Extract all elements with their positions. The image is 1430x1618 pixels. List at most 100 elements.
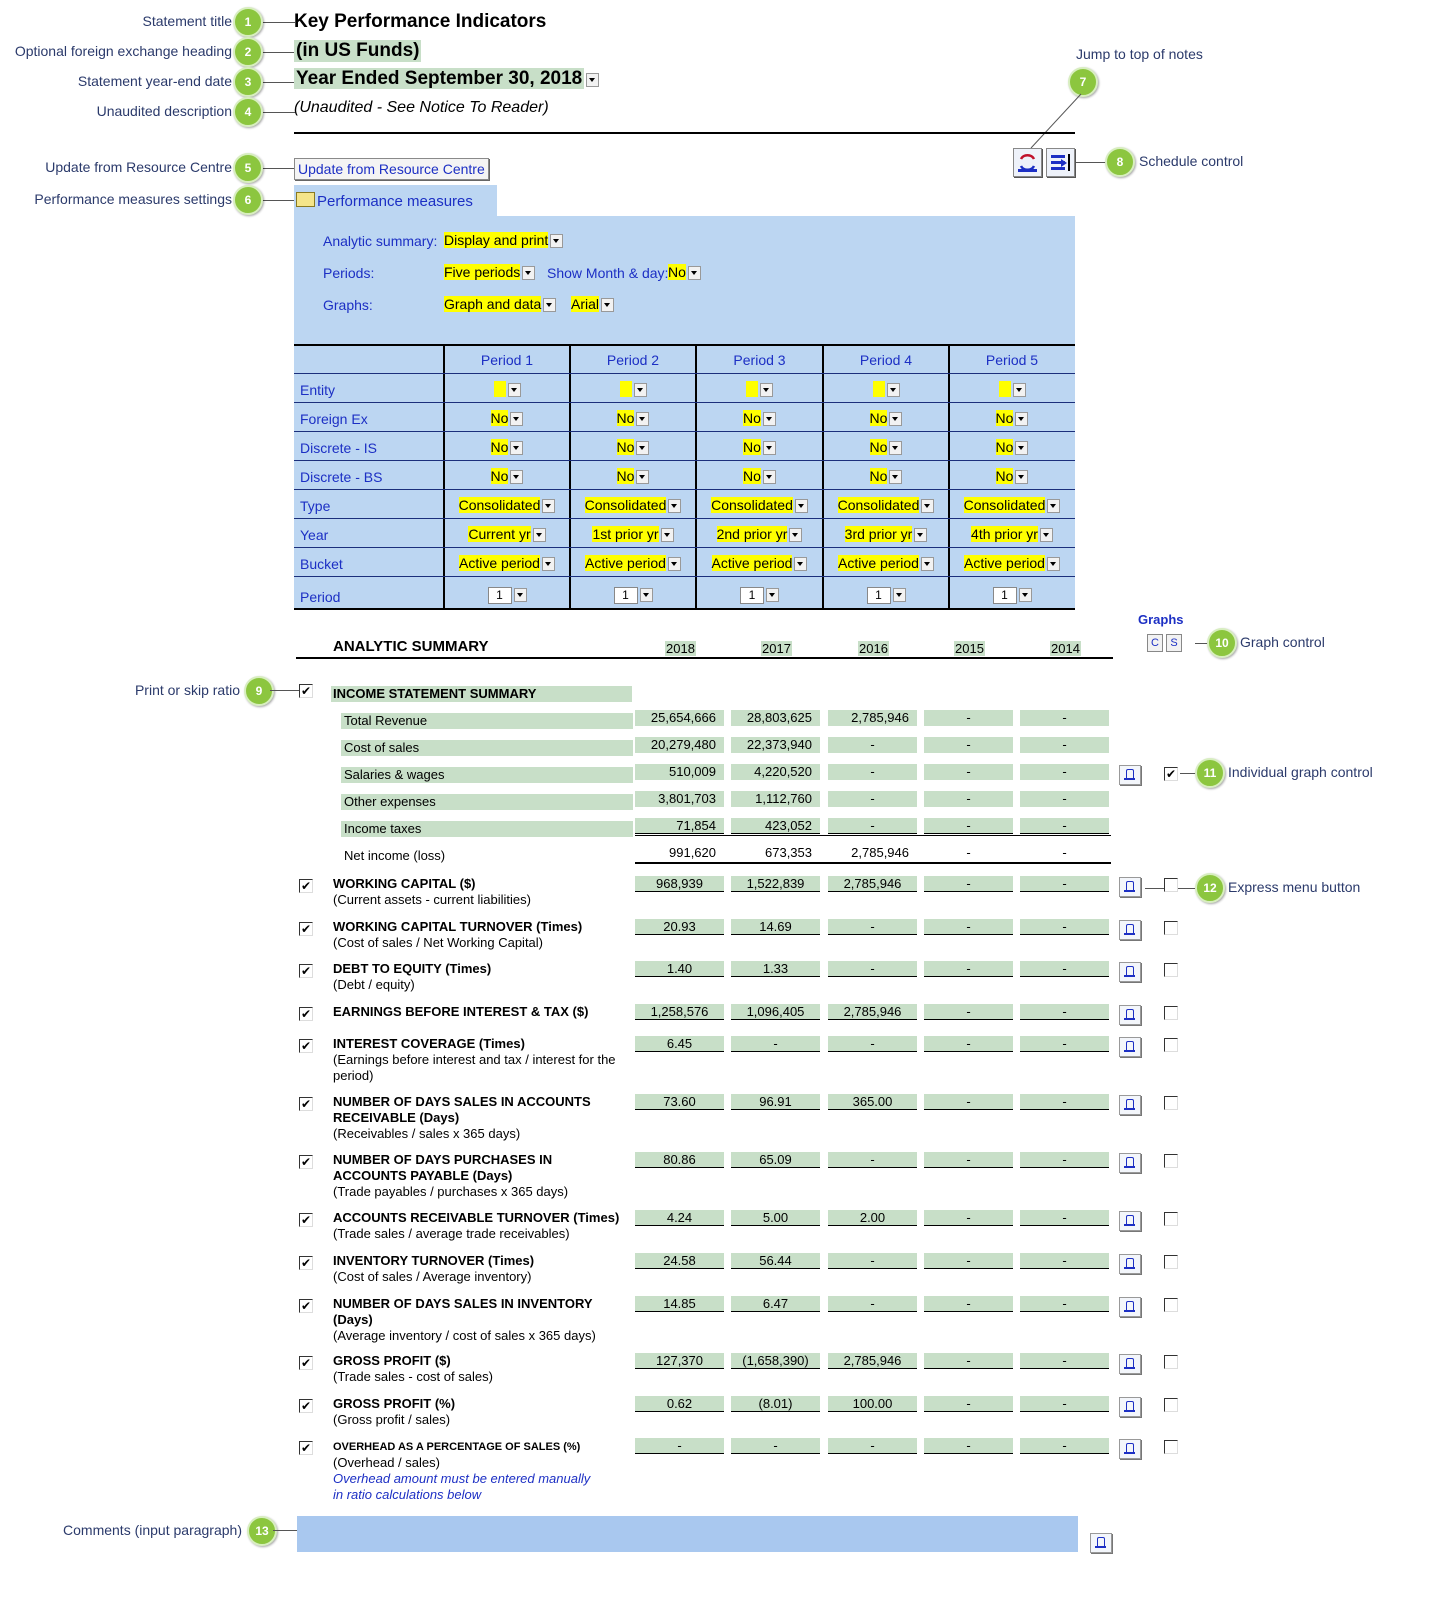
chevron-down-icon[interactable] [889, 470, 903, 485]
value-cell[interactable]: - [828, 737, 917, 753]
express-menu-icon[interactable] [1119, 1354, 1141, 1374]
value-cell[interactable]: - [924, 1036, 1013, 1052]
period-select[interactable]: No [570, 410, 696, 427]
print-skip-checkbox[interactable]: ✔ [299, 1399, 313, 1413]
graph-checkbox[interactable] [1164, 921, 1178, 935]
value-cell[interactable]: - [924, 1353, 1013, 1369]
value-cell[interactable]: 3,801,703 [635, 791, 724, 807]
chevron-down-icon[interactable] [794, 557, 808, 572]
chevron-down-icon[interactable] [1015, 412, 1029, 427]
chevron-down-icon[interactable] [1012, 383, 1026, 398]
value-cell[interactable]: 127,370 [635, 1353, 724, 1369]
express-menu-icon[interactable] [1119, 1037, 1141, 1057]
chevron-down-icon[interactable] [667, 557, 681, 572]
period-select[interactable]: Consolidated [823, 497, 949, 514]
graph-checkbox[interactable] [1164, 1212, 1178, 1226]
express-menu-icon[interactable] [1119, 1005, 1141, 1025]
graph-checkbox[interactable] [1164, 1398, 1178, 1412]
periods-select[interactable]: Five periods [444, 264, 521, 280]
chevron-down-icon[interactable] [633, 383, 647, 398]
period-select[interactable]: No [444, 468, 570, 485]
value-cell[interactable]: - [1020, 737, 1109, 753]
value-cell[interactable]: - [828, 1036, 917, 1052]
graphs-select[interactable]: Graph and data [444, 296, 542, 312]
value-cell[interactable]: 20,279,480 [635, 737, 724, 753]
print-skip-checkbox[interactable]: ✔ [299, 1039, 313, 1053]
value-cell[interactable]: 423,052 [731, 818, 820, 834]
font-select[interactable]: Arial [571, 296, 600, 312]
value-cell[interactable]: 14.85 [635, 1296, 724, 1312]
value-cell[interactable]: 2,785,946 [828, 710, 917, 726]
value-cell[interactable]: 6.45 [635, 1036, 724, 1052]
express-menu-icon[interactable] [1119, 1254, 1141, 1274]
show-month-day-select[interactable]: No [668, 264, 686, 280]
express-menu-icon[interactable] [1119, 1297, 1141, 1317]
value-cell[interactable]: 968,939 [635, 876, 724, 892]
value-cell[interactable]: 22,373,940 [731, 737, 820, 753]
graph-checkbox[interactable]: ✔ [1164, 767, 1178, 781]
print-skip-checkbox[interactable]: ✔ [299, 922, 313, 936]
express-menu-icon[interactable] [1119, 962, 1141, 982]
print-skip-checkbox[interactable]: ✔ [299, 964, 313, 978]
express-menu-icon[interactable] [1119, 1397, 1141, 1417]
value-cell[interactable]: - [1020, 791, 1109, 807]
period-select[interactable]: Active period [949, 555, 1075, 572]
chevron-down-icon[interactable] [601, 298, 615, 313]
schedule-control-icon[interactable] [1046, 148, 1075, 177]
period-select[interactable]: 4th prior yr [949, 526, 1075, 543]
chevron-down-icon[interactable] [1039, 528, 1053, 543]
value-cell[interactable]: - [924, 791, 1013, 807]
express-menu-icon[interactable] [1119, 1439, 1141, 1459]
express-menu-icon[interactable] [1119, 877, 1141, 897]
chevron-down-icon[interactable] [762, 470, 776, 485]
graph-checkbox[interactable] [1164, 1355, 1178, 1369]
period-select[interactable]: 1 [444, 586, 570, 604]
value-cell[interactable]: - [1020, 1296, 1109, 1312]
period-select[interactable] [823, 381, 949, 398]
year-end-dropdown[interactable] [586, 72, 600, 87]
chevron-down-icon[interactable] [1015, 470, 1029, 485]
value-cell[interactable]: - [924, 876, 1013, 892]
chevron-down-icon[interactable] [914, 528, 928, 543]
print-skip-checkbox[interactable]: ✔ [299, 1155, 313, 1169]
express-menu-icon[interactable] [1119, 920, 1141, 940]
value-cell[interactable]: 1,522,839 [731, 876, 820, 892]
perf-measures-tab[interactable]: Performance measures [296, 192, 473, 210]
period-select[interactable]: No [696, 468, 823, 485]
value-cell[interactable]: 73.60 [635, 1094, 724, 1110]
period-select[interactable]: 1 [570, 586, 696, 604]
chevron-down-icon[interactable] [1046, 557, 1060, 572]
value-cell[interactable]: 28,803,625 [731, 710, 820, 726]
period-select[interactable]: Active period [696, 555, 823, 572]
value-cell[interactable]: - [828, 791, 917, 807]
value-cell[interactable]: 2,785,946 [828, 1004, 917, 1020]
graph-checkbox[interactable] [1164, 878, 1178, 892]
value-cell[interactable]: 96.91 [731, 1094, 820, 1110]
chevron-down-icon[interactable] [789, 528, 803, 543]
value-cell[interactable]: 65.09 [731, 1152, 820, 1168]
value-cell[interactable]: 4.24 [635, 1210, 724, 1226]
chevron-down-icon[interactable] [794, 499, 808, 514]
update-resource-centre-button[interactable]: Update from Resource Centre [294, 158, 489, 180]
period-select[interactable] [949, 381, 1075, 398]
chevron-down-icon[interactable] [762, 412, 776, 427]
chevron-down-icon[interactable] [532, 528, 546, 543]
value-cell[interactable]: - [924, 764, 1013, 780]
graph-checkbox[interactable] [1164, 1154, 1178, 1168]
value-cell[interactable]: - [1020, 919, 1109, 935]
value-cell[interactable]: - [924, 1396, 1013, 1412]
value-cell[interactable]: - [828, 818, 917, 834]
value-cell[interactable]: - [924, 1004, 1013, 1020]
fx-heading[interactable]: (in US Funds) [294, 40, 422, 62]
value-cell[interactable]: - [1020, 710, 1109, 726]
period-select[interactable]: Current yr [444, 526, 570, 543]
period-select[interactable]: No [949, 410, 1075, 427]
express-menu-icon[interactable] [1090, 1533, 1112, 1553]
value-cell[interactable]: - [828, 961, 917, 977]
period-select[interactable]: No [949, 468, 1075, 485]
value-cell[interactable]: - [924, 1438, 1013, 1454]
chevron-down-icon[interactable] [543, 298, 557, 313]
value-cell[interactable]: - [828, 764, 917, 780]
value-cell[interactable]: 4,220,520 [731, 764, 820, 780]
analytic-summary-select[interactable]: Display and print [444, 232, 549, 248]
